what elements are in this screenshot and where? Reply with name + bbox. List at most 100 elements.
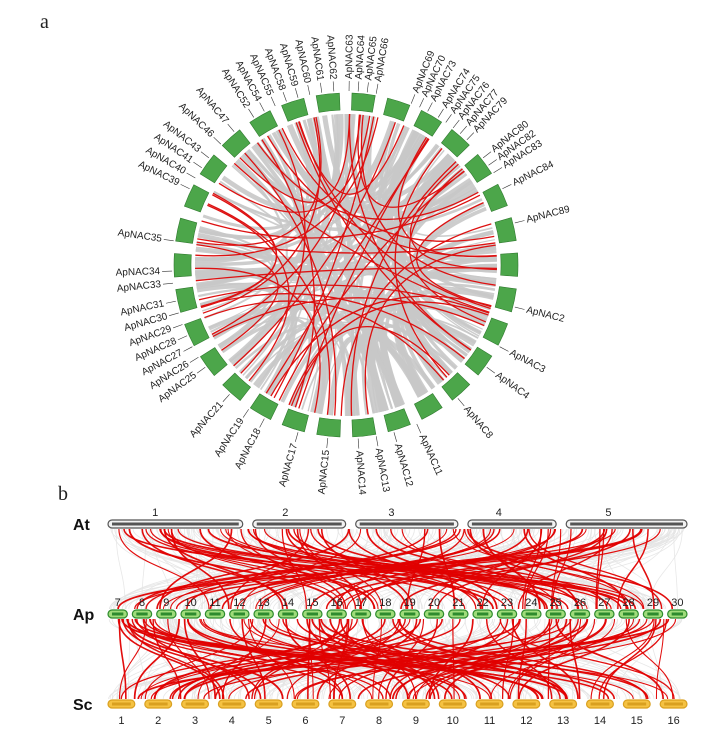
gene-label-tick xyxy=(213,136,222,145)
gene-label-tick xyxy=(163,239,174,242)
chromosome-segment xyxy=(222,372,251,401)
background-link xyxy=(141,618,262,700)
ortholog-link-ap-sc xyxy=(126,618,284,700)
gene-label-tick xyxy=(270,96,276,107)
ortholog-link-at-ap xyxy=(159,528,233,610)
ortholog-link-at-ap xyxy=(136,528,457,610)
ortholog-link-at-ap xyxy=(177,528,612,610)
gene-label-tick xyxy=(200,151,210,159)
background-link xyxy=(673,528,678,610)
ortholog-link-ap-sc xyxy=(398,618,561,700)
ortholog-link-ap-sc xyxy=(499,618,675,700)
red-link xyxy=(273,116,375,399)
gene-label-tick xyxy=(162,282,173,285)
chromosome-number: 5 xyxy=(605,507,611,519)
red-link xyxy=(357,114,465,208)
chromosome-segment xyxy=(482,317,509,346)
ortholog-link-ap-sc xyxy=(389,618,509,700)
panel-b-letter: b xyxy=(58,483,68,505)
gene-label-tick xyxy=(488,159,497,166)
chromosome-number: 16 xyxy=(331,597,343,609)
red-link xyxy=(298,121,405,195)
gene-label-tick xyxy=(427,102,433,112)
gene-label-tick xyxy=(196,367,206,374)
ortholog-link-ap-sc xyxy=(429,618,607,700)
ortholog-link-ap-sc xyxy=(153,618,399,700)
chromosome-number: 1 xyxy=(152,507,158,519)
ortholog-link-ap-sc xyxy=(311,618,568,700)
background-link xyxy=(179,528,351,610)
gene-label-tick xyxy=(259,418,265,428)
background-link xyxy=(412,618,579,700)
chromosome-segment xyxy=(316,417,341,438)
chromosome-number: 8 xyxy=(376,715,382,727)
gene-label-tick xyxy=(410,94,416,104)
chromosome-number: 9 xyxy=(413,715,419,727)
chromosome-number: 22 xyxy=(477,597,489,609)
gene-label-tick xyxy=(419,98,425,108)
ortholog-link-at-ap xyxy=(523,528,628,610)
chromosome-segment xyxy=(281,97,309,122)
chromosome-number: 2 xyxy=(155,715,161,727)
chromosome-number: 28 xyxy=(623,597,635,609)
red-link xyxy=(364,244,496,415)
ortholog-link-ap-sc xyxy=(443,618,568,700)
gray-link xyxy=(218,114,339,348)
gene-label-tick xyxy=(357,438,360,449)
red-link xyxy=(196,243,279,351)
chromosome-number: 11 xyxy=(209,597,220,609)
ortholog-link-at-ap xyxy=(467,528,674,610)
chromosome-segment xyxy=(383,408,411,433)
ortholog-link-at-ap xyxy=(400,528,631,610)
background-link xyxy=(118,618,333,700)
background-link xyxy=(384,528,676,610)
chromosome-number: 5 xyxy=(266,715,272,727)
gray-link xyxy=(221,114,344,212)
gray-link xyxy=(251,145,423,397)
gene-label-tick xyxy=(514,220,525,224)
chromosome-number: 12 xyxy=(520,715,532,727)
red-link xyxy=(201,194,481,239)
gene-label-tick xyxy=(482,151,492,159)
gene-label-tick xyxy=(452,119,460,129)
ortholog-link-at-ap xyxy=(170,528,345,610)
gene-label: ApNAC13 xyxy=(373,447,392,493)
background-link xyxy=(179,528,279,610)
chromosome-number: 2 xyxy=(282,507,288,519)
gene-label: ApNAC64 xyxy=(354,34,368,80)
ortholog-link-ap-sc xyxy=(177,618,386,700)
ortholog-link-ap-sc xyxy=(452,618,455,700)
gene-label: ApNAC33 xyxy=(116,279,162,295)
gene-label-tick xyxy=(393,432,398,442)
red-segmental-duplication-links xyxy=(195,114,497,416)
gene-label-tick xyxy=(294,432,299,442)
chromosome-segment xyxy=(413,110,443,137)
orthologous-gene-links xyxy=(117,528,677,700)
background-link xyxy=(239,618,299,700)
chromosome-number: 26 xyxy=(574,597,586,609)
chromosome-number: 24 xyxy=(525,597,537,609)
ortholog-link-ap-sc xyxy=(428,618,474,700)
ortholog-link-at-ap xyxy=(221,528,501,610)
gene-label: ApNAC35 xyxy=(117,228,163,245)
background-link xyxy=(574,528,607,610)
chromosome-number: 13 xyxy=(258,597,270,609)
gray-link xyxy=(267,135,312,402)
chromosome-number: 3 xyxy=(388,507,394,519)
chromosome-number: 11 xyxy=(484,715,495,727)
red-link xyxy=(240,129,306,374)
ortholog-link-at-ap xyxy=(128,528,340,610)
ortholog-link-ap-sc xyxy=(214,618,406,700)
chromosome-segment xyxy=(441,372,471,401)
red-link xyxy=(211,114,362,335)
chromosome-number: 19 xyxy=(404,597,416,609)
background-link xyxy=(164,528,256,610)
ortholog-link-at-ap xyxy=(617,528,649,610)
chromosome-segment xyxy=(464,346,493,376)
gray-link xyxy=(322,115,472,354)
chromosome-segment xyxy=(249,393,279,420)
chromosome-number: 23 xyxy=(501,597,513,609)
red-link xyxy=(265,138,430,394)
chromosome-segment xyxy=(441,129,470,158)
